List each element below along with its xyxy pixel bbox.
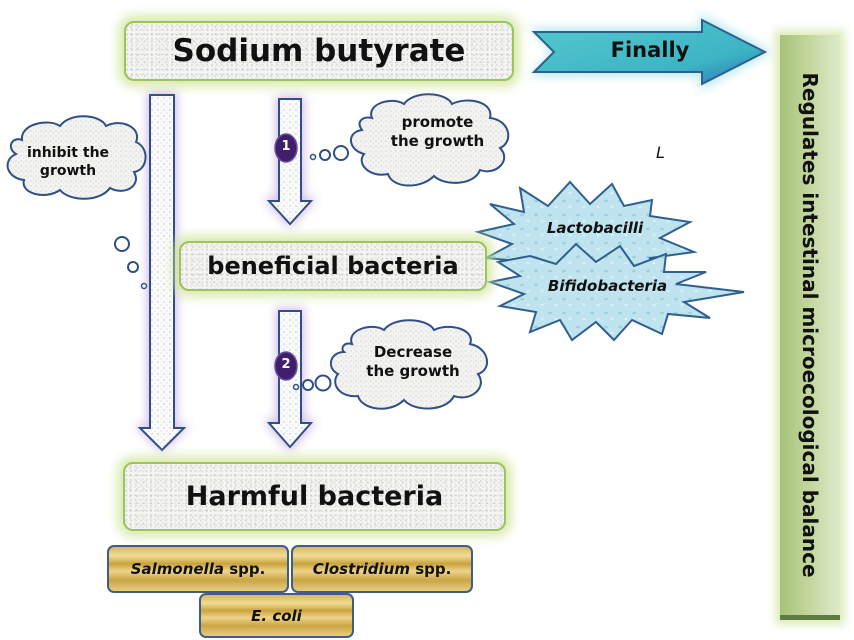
species-name: Salmonella xyxy=(130,560,224,578)
promote-arrow xyxy=(263,96,317,228)
bifidobacteria-label: Bifidobacteria xyxy=(547,277,668,295)
inhibit-arrow xyxy=(134,92,190,452)
beneficial-bacteria-label: beneficial bacteria xyxy=(207,252,459,280)
step-2-badge xyxy=(274,351,298,381)
sodium-butyrate-box: Sodium butyrate xyxy=(124,21,514,81)
cloud-line: the growth xyxy=(390,131,485,150)
species-ecoli: E. coli xyxy=(199,593,354,638)
cloud-line: Decrease xyxy=(373,343,453,361)
cloud-line: promote xyxy=(401,113,474,131)
finally-label: Finally xyxy=(610,38,690,62)
cloud-inhibit xyxy=(6,115,148,290)
species-suffix: spp. xyxy=(409,560,452,578)
burst-bifidobacteria xyxy=(486,242,745,342)
beneficial-bacteria-box: beneficial bacteria xyxy=(179,241,487,291)
thought-bubble xyxy=(140,282,148,290)
cloud-line: inhibit the xyxy=(26,145,110,161)
harmful-bacteria-box: Harmful bacteria xyxy=(123,462,506,531)
cloud-line: growth xyxy=(39,162,97,179)
thought-bubble xyxy=(292,383,300,391)
cloud-line: the growth xyxy=(366,361,460,380)
species-name: E. coli xyxy=(251,606,302,625)
step-1-badge xyxy=(274,133,298,163)
cloud-promote xyxy=(309,93,510,187)
species-name: Clostridium xyxy=(312,560,410,578)
sodium-butyrate-label: Sodium butyrate xyxy=(172,33,466,69)
cloud-promote-label: promote the growth xyxy=(370,113,505,151)
cloud-decrease-label: Decrease the growth xyxy=(343,343,483,381)
thought-bubble xyxy=(319,149,331,161)
harmful-bacteria-label: Harmful bacteria xyxy=(185,481,444,512)
species-clostridium: Clostridium spp. xyxy=(291,545,473,593)
lactobacilli-label: Lactobacilli xyxy=(546,219,644,237)
thought-bubble xyxy=(333,145,349,161)
species-suffix: spp. xyxy=(223,560,266,578)
thought-bubble xyxy=(302,379,314,391)
outcome-label: Regulates intestinal microecological bal… xyxy=(798,72,822,578)
thought-bubble xyxy=(127,261,139,273)
thought-bubble xyxy=(314,374,332,392)
cloud-inhibit-label: inhibit the growth xyxy=(8,145,128,180)
cloud-decrease xyxy=(292,319,488,410)
thought-bubble xyxy=(309,153,317,161)
outcome-bar: Regulates intestinal microecological bal… xyxy=(780,35,840,620)
stray-mark: L xyxy=(656,143,665,162)
species-salmonella: Salmonella spp. xyxy=(107,545,289,593)
finally-arrow xyxy=(530,14,772,90)
step-2-number: 2 xyxy=(281,357,291,372)
step-1-number: 1 xyxy=(281,139,291,154)
thought-bubble xyxy=(114,236,130,252)
